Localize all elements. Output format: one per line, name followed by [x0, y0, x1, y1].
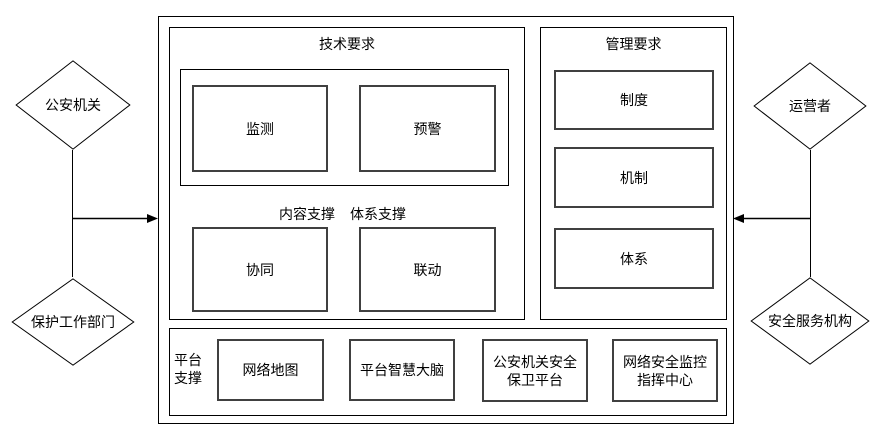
linkage-box: 联动 [359, 227, 496, 312]
security-protection-platform-line1: 公安机关安全 [493, 353, 577, 370]
left-arrowhead-icon [147, 214, 158, 223]
network-map-label: 网络地图 [243, 361, 299, 379]
coordination-label: 协同 [246, 261, 274, 278]
diamond-shape [750, 277, 870, 365]
platform-smart-brain-label: 平台智慧大脑 [360, 361, 444, 379]
monitoring-command-center-line2: 指挥中心 [637, 371, 693, 388]
security-protection-platform-label: 公安机关安全 保卫平台 [493, 353, 577, 389]
diamond-shape [753, 62, 867, 150]
institution-label: 制度 [620, 92, 648, 108]
network-map-line1: 网络地图 [242, 362, 299, 378]
diamond-label: 运营者 [789, 98, 831, 114]
platform-support-label: 平台 支撑 [171, 351, 205, 387]
mechanism-box: 机制 [554, 147, 714, 208]
right-arrowhead-icon [733, 214, 744, 223]
diamond-shape [11, 278, 135, 366]
coordination-box: 协同 [192, 227, 328, 312]
security-protection-platform-line2: 保卫平台 [507, 371, 563, 388]
diamond-public-security-organ: 公安机关 [15, 60, 131, 150]
system-label: 体系 [620, 250, 648, 267]
diamond-operator: 运营者 [753, 62, 867, 150]
content-support-label: 内容支撑 [279, 205, 335, 223]
diamond-shape [15, 60, 131, 150]
network-map-box: 网络地图 [217, 339, 324, 401]
platform-support-label-line2: 支撑 [174, 370, 202, 386]
early-warning-box: 预警 [359, 85, 496, 172]
diamond-security-service-agency: 安全服务机构 [750, 277, 870, 365]
system-box: 体系 [554, 228, 714, 289]
institution-box: 制度 [554, 70, 714, 130]
diamond-protection-department: 保护工作部门 [11, 278, 135, 366]
monitoring-command-center-label: 网络安全监控 指挥中心 [623, 353, 707, 389]
monitoring-command-center-line1: 网络安全监控 [623, 353, 707, 370]
technical-requirements-title: 技术要求 [319, 36, 375, 52]
platform-support-label-line1: 平台 [174, 352, 202, 368]
linkage-label: 联动 [413, 261, 442, 278]
monitoring-box: 监测 [192, 85, 328, 172]
monitoring-label: 监测 [246, 120, 274, 137]
early-warning-label: 预警 [413, 120, 442, 137]
diamond-label: 公安机关 [45, 97, 101, 113]
platform-smart-brain-line1: 平台智慧大脑 [360, 362, 444, 378]
platform-smart-brain-box: 平台智慧大脑 [349, 339, 455, 401]
management-requirements-title: 管理要求 [605, 36, 662, 52]
mechanism-label: 机制 [620, 169, 648, 186]
monitoring-command-center-box: 网络安全监控 指挥中心 [612, 339, 718, 402]
diamond-label: 保护工作部门 [31, 314, 115, 330]
system-support-label: 体系支撑 [350, 205, 406, 223]
security-protection-platform-box: 公安机关安全 保卫平台 [482, 339, 588, 402]
diamond-label: 安全服务机构 [768, 313, 852, 329]
